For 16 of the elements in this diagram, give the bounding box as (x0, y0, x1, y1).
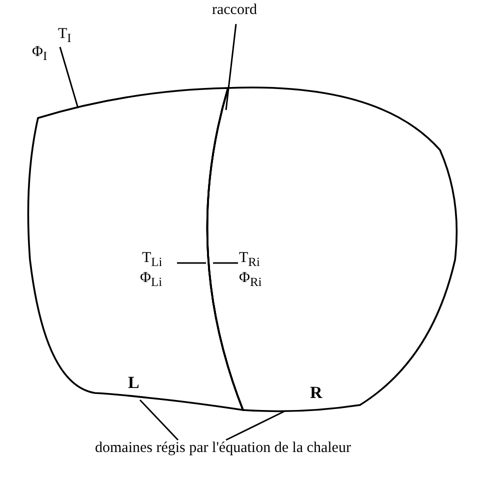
leader-line (177, 262, 206, 264)
callout-text: T$_{Li}$ (142, 250, 162, 270)
leader-line (139, 399, 179, 441)
leader-line (59, 46, 79, 108)
leader-line (213, 262, 238, 264)
region-label: L (128, 374, 140, 393)
callout-text: T$_{Ri}$ (239, 250, 260, 270)
callout-text: Φ$_{I}$ (32, 44, 48, 64)
callout-text: Φ$_{Ri}$ (239, 270, 262, 290)
leader-line (225, 24, 237, 110)
region-label: R (310, 384, 322, 403)
callout-text: raccord (212, 2, 257, 18)
callout-text: Φ$_{Li}$ (140, 270, 162, 290)
callout-text: T$_{I}$ (58, 26, 72, 46)
leader-line (226, 410, 286, 441)
callout-text: domaines régis par l'équation de la chaleur (95, 440, 351, 456)
